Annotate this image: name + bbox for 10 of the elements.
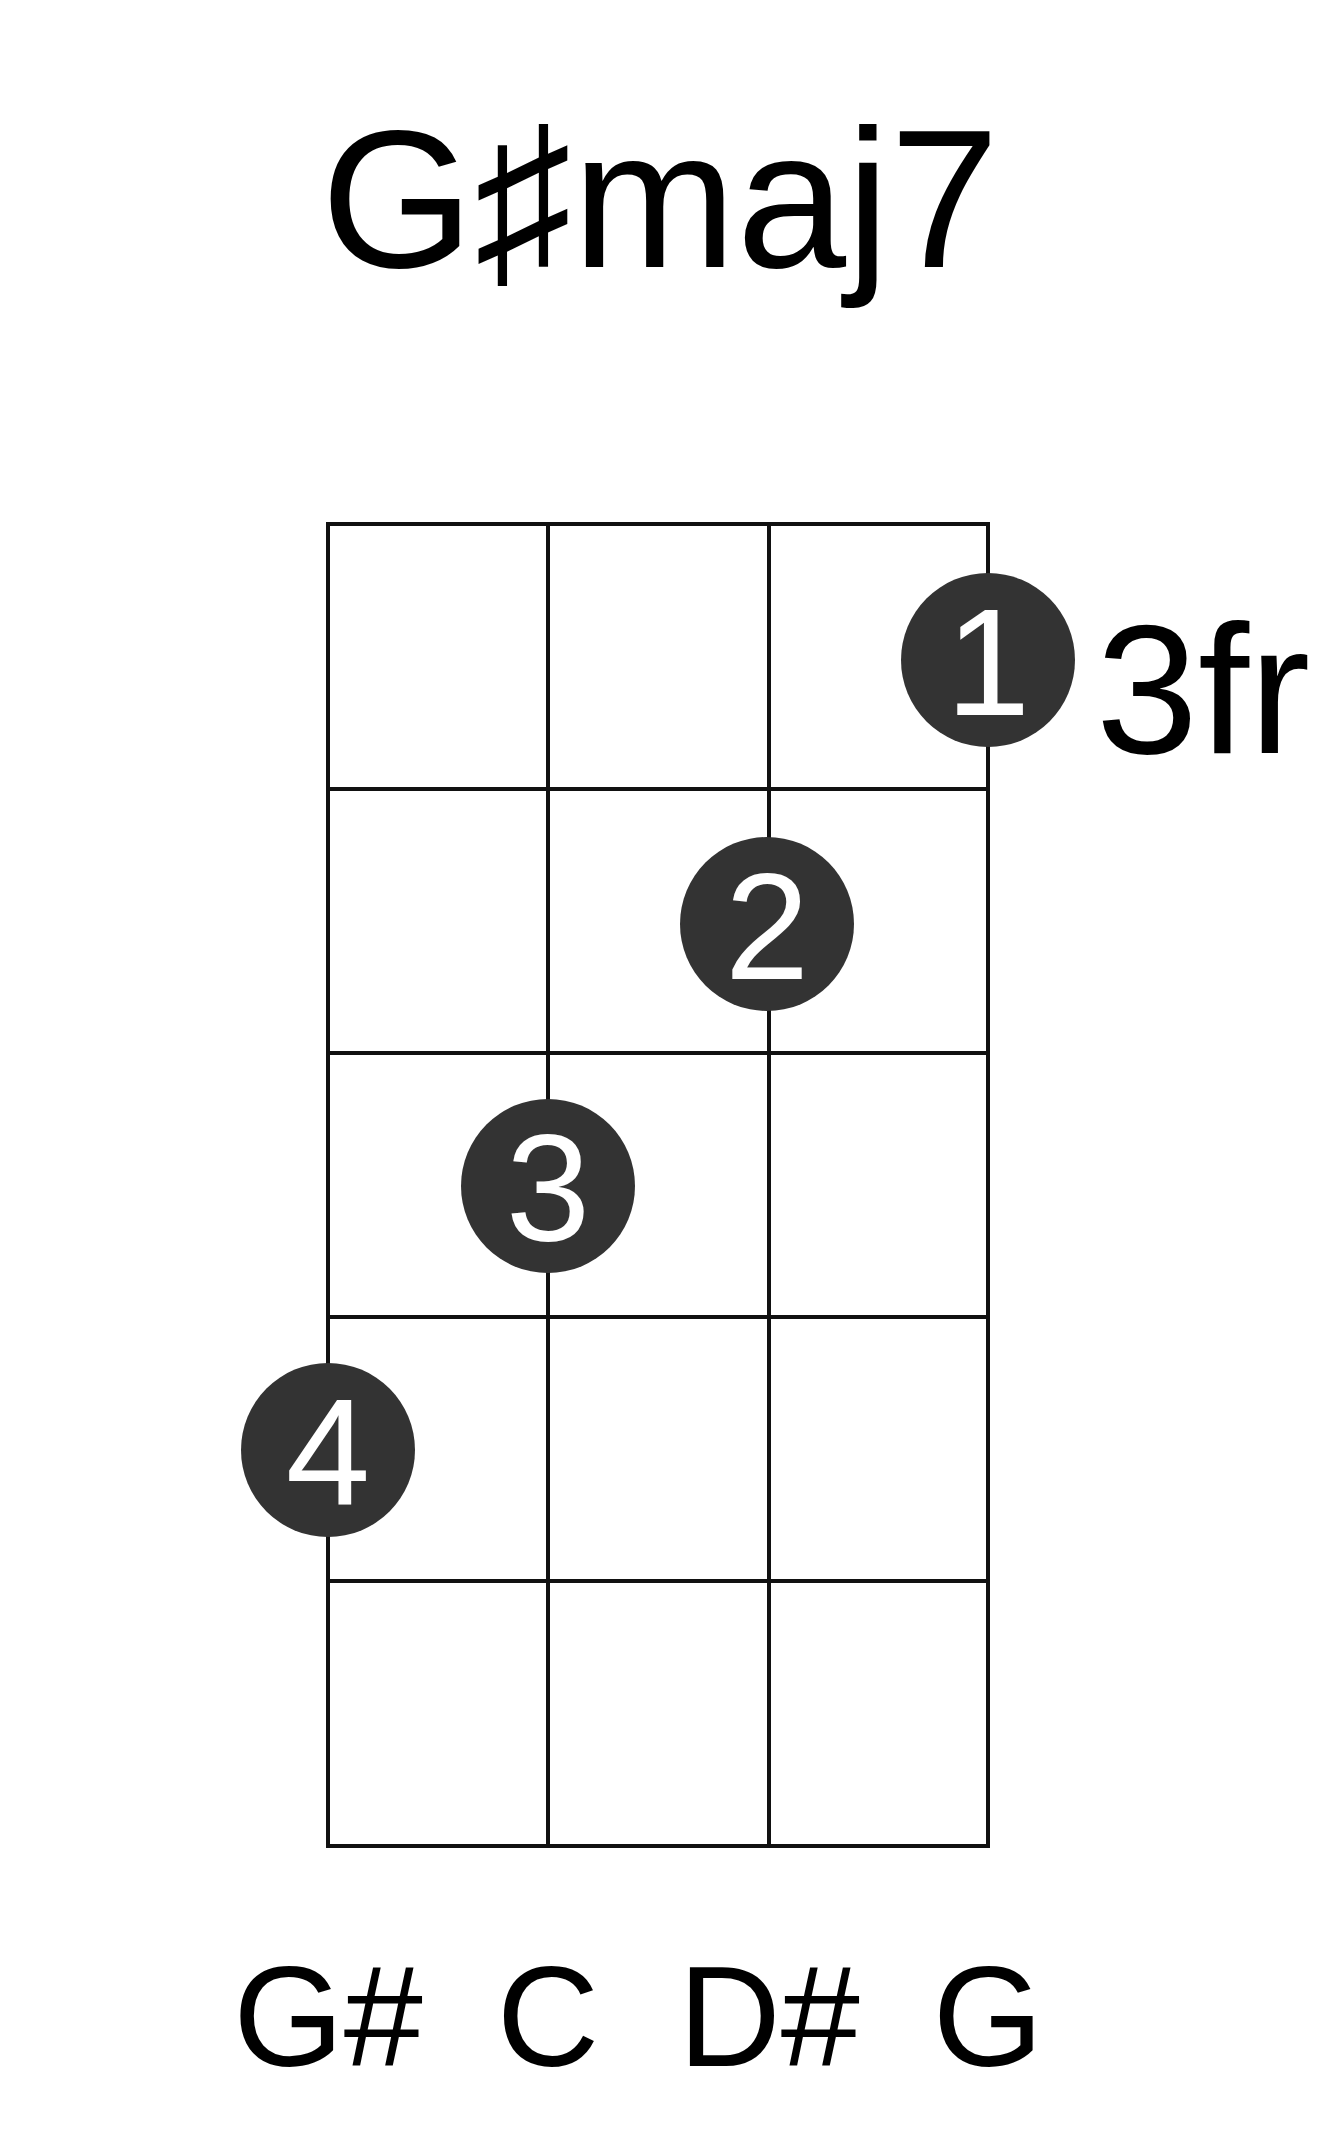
finger-number: 3 [505,1112,591,1264]
fret-position-label: 3fr [1095,597,1311,781]
chord-title: G♯maj7 [319,88,1001,312]
string-note-label: G# [233,1946,423,2088]
string-note-label: G [932,1946,1044,2088]
finger-number: 2 [724,850,810,1002]
finger-number: 4 [285,1376,371,1528]
finger-number: 1 [945,586,1031,738]
string-note-label: D# [678,1946,860,2088]
string-note-label: C [496,1946,600,2088]
